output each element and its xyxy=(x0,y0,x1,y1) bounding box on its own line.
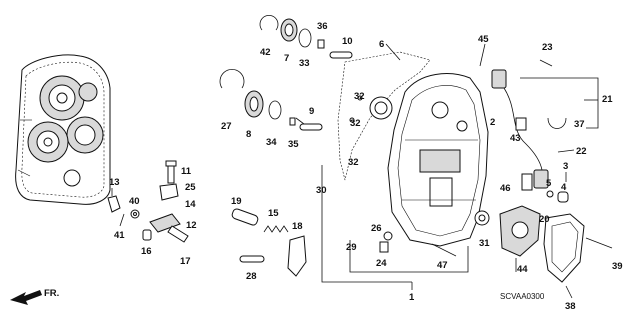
callout-1: 1 xyxy=(409,292,415,303)
callout-25: 25 xyxy=(185,182,196,193)
callout-35: 35 xyxy=(288,139,299,150)
callout-24: 24 xyxy=(376,258,387,269)
callout-6: 6 xyxy=(379,39,384,50)
callout-labels: 42 7 36 10 33 6 45 23 21 27 8 34 35 9 32… xyxy=(109,21,623,312)
callout-46: 46 xyxy=(500,183,511,194)
callout-2: 2 xyxy=(490,117,495,128)
top-seal-parts xyxy=(219,15,353,131)
callout-34: 34 xyxy=(266,137,277,148)
callout-3: 3 xyxy=(563,161,568,172)
callout-4: 4 xyxy=(561,182,567,193)
callout-13: 13 xyxy=(109,177,120,188)
callout-39: 39 xyxy=(612,261,623,272)
callout-32-mid: 32 xyxy=(350,118,361,129)
callout-42: 42 xyxy=(260,47,271,58)
callout-32-lower: 32 xyxy=(348,157,359,168)
direction-label: FR. xyxy=(44,288,59,299)
callout-40: 40 xyxy=(129,196,140,207)
callout-30: 30 xyxy=(316,185,327,196)
leader-lines xyxy=(295,43,599,290)
callout-9: 9 xyxy=(309,106,314,117)
callout-12: 12 xyxy=(186,220,197,231)
front-direction-arrow: FR. xyxy=(10,288,59,305)
callout-36: 36 xyxy=(317,21,328,32)
callout-38: 38 xyxy=(565,301,576,312)
callout-47: 47 xyxy=(437,260,448,271)
callout-41: 41 xyxy=(114,230,125,241)
callout-5: 5 xyxy=(546,178,552,189)
callout-31: 31 xyxy=(479,238,490,249)
sensor-harness xyxy=(491,69,567,191)
callout-28: 28 xyxy=(246,271,257,282)
callout-37: 37 xyxy=(574,119,585,130)
callout-8: 8 xyxy=(246,129,251,140)
small-parts-group xyxy=(107,160,189,243)
transmission-case xyxy=(387,73,490,247)
callout-11: 11 xyxy=(181,166,192,177)
callout-19: 19 xyxy=(231,196,242,207)
callout-32-upper: 32 xyxy=(354,91,365,102)
right-side-parts xyxy=(499,59,613,299)
callout-21: 21 xyxy=(602,94,613,105)
callout-45: 45 xyxy=(478,34,489,45)
callout-10: 10 xyxy=(342,36,353,47)
callout-17: 17 xyxy=(180,256,191,267)
callout-14: 14 xyxy=(185,199,196,210)
callout-29: 29 xyxy=(346,242,357,253)
callout-7: 7 xyxy=(284,53,289,64)
callout-43: 43 xyxy=(510,133,521,144)
callout-22: 22 xyxy=(576,146,587,157)
callout-15: 15 xyxy=(268,208,279,219)
callout-20: 20 xyxy=(539,214,550,225)
transmission-housing xyxy=(15,54,111,205)
callout-18: 18 xyxy=(292,221,303,232)
case-gasket xyxy=(337,51,431,181)
callout-23: 23 xyxy=(542,42,553,53)
bottom-parts xyxy=(231,208,517,277)
callout-27: 27 xyxy=(221,121,232,132)
callout-26: 26 xyxy=(371,223,382,234)
callout-16: 16 xyxy=(141,246,152,257)
callout-44: 44 xyxy=(517,264,528,275)
callout-33: 33 xyxy=(299,58,310,69)
diagram-code: SCVAA0300 xyxy=(500,292,545,301)
